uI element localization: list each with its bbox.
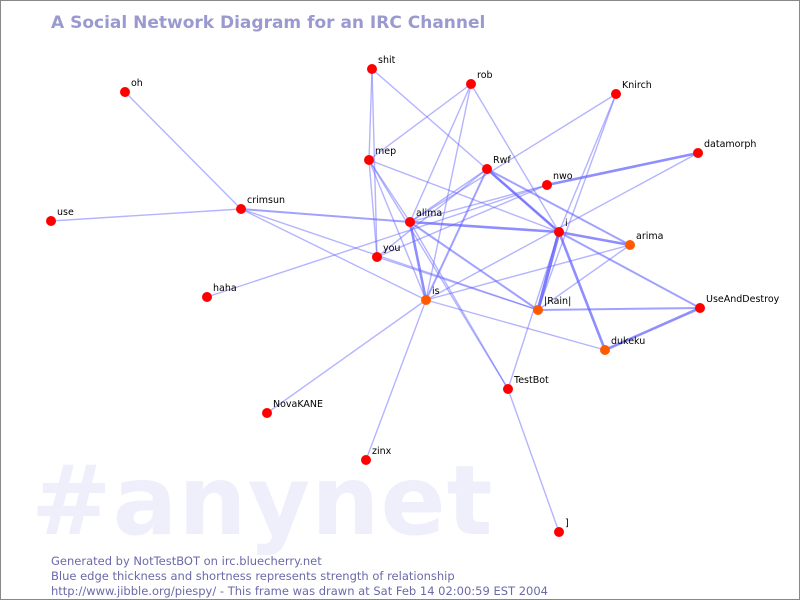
node-datamorph: [693, 148, 703, 158]
node-label-crimsun: crimsun: [247, 195, 285, 206]
node-nwo: [542, 180, 552, 190]
node-label-mep: mep: [375, 146, 396, 157]
node-label-zinx: zinx: [372, 446, 392, 457]
node-label-rob: rob: [477, 70, 493, 81]
edge-rob-is: [425, 83, 472, 301]
edge-arima-is: [425, 244, 631, 301]
edge-use-crimsun: [50, 208, 242, 222]
node-label-bracket: ]: [565, 518, 569, 529]
node-label-dukeku: dukeku: [611, 336, 645, 347]
node-label-rain: |Rain|: [544, 296, 571, 307]
edge-rob-i: [470, 83, 560, 233]
edge-rwf-i: [486, 168, 560, 233]
edge-shit-you: [371, 68, 378, 258]
node-label-nwo: nwo: [553, 171, 573, 182]
edge-knirch-rain: [537, 93, 617, 311]
edge-alima-is: [408, 221, 428, 301]
edge-oh-crimsun: [124, 91, 242, 210]
node-label-knirch: Knirch: [622, 80, 652, 91]
edge-is-novakane: [266, 299, 427, 414]
node-rob: [466, 79, 476, 89]
edge-crimsun-rain: [240, 208, 539, 311]
edge-useanddestroy-dukeku: [604, 306, 701, 352]
node-use: [46, 216, 56, 226]
node-useanddestroy: [695, 303, 705, 313]
edge-rwf-arima: [486, 168, 631, 246]
node-label-is: is: [432, 286, 440, 297]
node-novakane: [262, 408, 272, 418]
edge-mep-you: [368, 159, 378, 258]
node-you: [372, 252, 382, 262]
node-label-datamorph: datamorph: [704, 139, 756, 150]
edge-rob-mep: [368, 83, 472, 161]
node-label-testbot: TestBot: [513, 375, 549, 386]
edge-knirch-alima: [409, 93, 617, 223]
node-i: [554, 227, 564, 237]
edge-i-useanddestroy: [558, 231, 701, 309]
edge-datamorph-nwo: [546, 151, 699, 187]
node-testbot: [503, 384, 513, 394]
edge-nwo-you: [376, 184, 548, 258]
edge-rain-useanddestroy: [537, 307, 701, 311]
node-label-shit: shit: [378, 55, 396, 66]
node-is: [421, 295, 431, 305]
node-label-useanddestroy: UseAndDestroy: [706, 294, 780, 305]
edge-alima-rain: [409, 221, 539, 311]
node-shit: [367, 64, 377, 74]
node-label-rwf: Rwf: [493, 155, 511, 166]
node-haha: [202, 292, 212, 302]
node-crimsun: [236, 204, 246, 214]
node-label-you: you: [383, 243, 400, 254]
node-label-use: use: [57, 207, 74, 218]
node-rain: [533, 305, 543, 315]
edge-mep-is: [368, 159, 427, 301]
node-dukeku: [600, 345, 610, 355]
node-label-alima: alima: [416, 208, 442, 219]
edge-alima-testbot: [409, 221, 509, 390]
edge-you-rain: [376, 256, 539, 311]
edge-rwf-alima: [409, 168, 488, 223]
diagram-title: A Social Network Diagram for an IRC Chan…: [51, 13, 486, 33]
node-mep: [364, 155, 374, 165]
edge-is-zinx: [365, 299, 427, 461]
footer-timestamp: http://www.jibble.org/piespy/ - This fra…: [51, 584, 548, 598]
edge-i-arima: [558, 230, 631, 247]
footer-legend: Blue edge thickness and shortness repres…: [51, 569, 455, 583]
edge-arima-rain: [537, 244, 631, 311]
edge-knirch-i: [558, 93, 617, 233]
footer: Generated by NotTestBOT on irc.bluecherr…: [51, 554, 548, 599]
edge-rwf-is: [425, 168, 488, 301]
node-zinx: [361, 455, 371, 465]
edge-i-rain: [536, 231, 561, 311]
edge-shit-mep: [368, 68, 373, 161]
node-label-haha: haha: [213, 283, 237, 294]
edge-rwf-you: [376, 168, 488, 258]
node-label-oh: oh: [131, 78, 143, 89]
node-label-i: i: [565, 218, 568, 229]
edge-mep-i: [368, 159, 560, 233]
node-knirch: [611, 89, 621, 99]
node-bracket: [554, 527, 564, 537]
edge-is-dukeku: [425, 299, 606, 351]
edge-i-dukeku: [557, 231, 607, 351]
channel-watermark: #anynet: [31, 445, 494, 557]
edge-nwo-alima: [409, 184, 548, 223]
edge-crimsun-alima: [240, 208, 411, 223]
node-alima: [405, 217, 415, 227]
edge-alima-i: [409, 220, 560, 234]
edge-datamorph-is: [425, 152, 699, 301]
footer-generated-by: Generated by NotTestBOT on irc.bluecherr…: [51, 554, 322, 568]
edge-haha-nwo: [206, 184, 548, 298]
node-oh: [120, 87, 130, 97]
edge-testbot-bracket: [507, 388, 560, 533]
edge-rob-alima: [409, 83, 472, 223]
node-label-arima: arima: [636, 231, 663, 242]
edge-mep-alima: [368, 159, 411, 223]
node-rwf: [482, 164, 492, 174]
node-label-novakane: NovaKANE: [273, 399, 323, 410]
node-arima: [625, 240, 635, 250]
edge-crimsun-is: [240, 208, 427, 301]
